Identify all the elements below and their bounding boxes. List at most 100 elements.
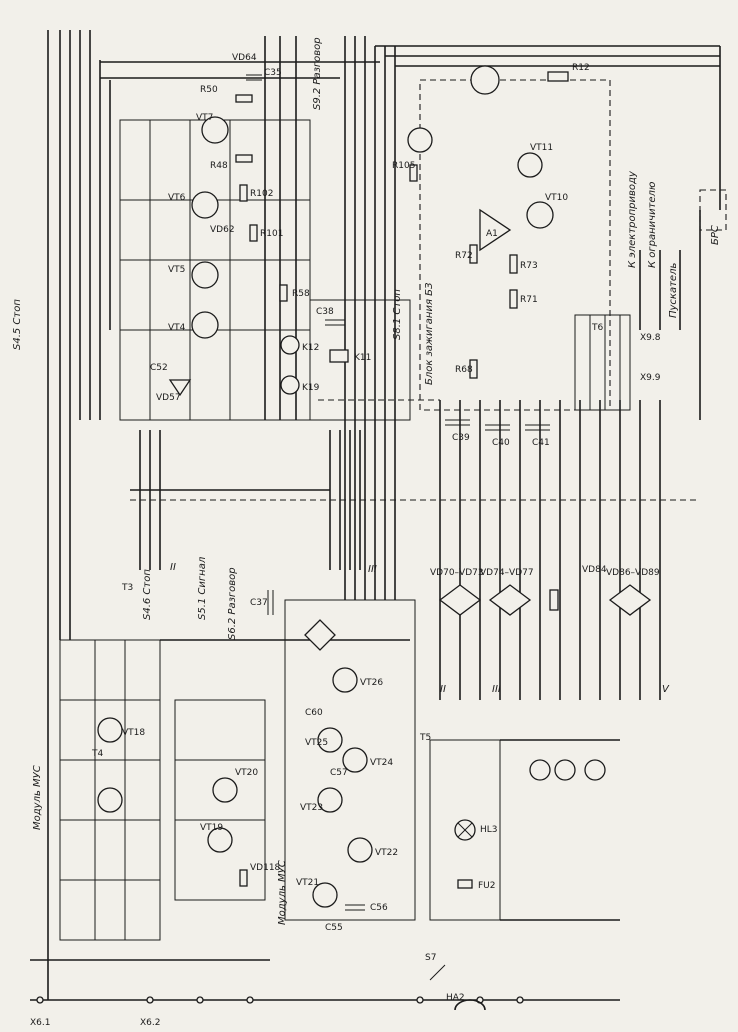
label-vd88: VD86–VD89 xyxy=(606,568,660,578)
modul-mus-left-frame xyxy=(59,639,161,941)
label-c38: C38 xyxy=(316,307,334,317)
label-c35: C35 xyxy=(264,68,282,78)
label-s9-razgovor: S9.2 Разговор xyxy=(312,37,323,110)
transistor-vt24 xyxy=(342,747,368,773)
label-ha2: HA2 xyxy=(446,993,465,1003)
label-x6-1: X6.1 xyxy=(30,1018,50,1028)
label-vt24: VT24 xyxy=(370,758,393,768)
mid-bus: C39 C40 C41 xyxy=(439,400,661,700)
bridge-vd70 xyxy=(438,584,482,616)
led-vd131 xyxy=(554,759,576,781)
transistor-vt26 xyxy=(332,667,358,693)
transistor-vt7 xyxy=(201,116,229,144)
label-t5: T5 xyxy=(419,733,431,743)
label-c39: C39 xyxy=(452,433,470,443)
modul-mus-left: T4 VT18 Модуль МУС xyxy=(32,639,161,941)
label-c60: C60 xyxy=(305,708,323,718)
resistor-r102 xyxy=(239,184,248,202)
blok-bz-frame xyxy=(419,79,611,411)
transistor-vt21 xyxy=(312,882,338,908)
resistor-r12 xyxy=(547,71,569,82)
resistor-r68b xyxy=(549,589,559,611)
label-r102: R102 xyxy=(250,189,273,199)
label-vt26: VT26 xyxy=(360,678,383,688)
label-r73: R73 xyxy=(520,261,538,271)
resistor-r72 xyxy=(469,244,478,264)
label-x6-2: X6.2 xyxy=(140,1018,160,1028)
label-r50: R50 xyxy=(200,85,218,95)
label-vt11: VT11 xyxy=(530,143,553,153)
label-vd118: VD118 xyxy=(250,863,281,873)
resistor-r71 xyxy=(509,289,518,309)
label-vt6: VT6 xyxy=(168,193,186,203)
transistor-vt13 xyxy=(470,65,500,95)
resistor-r48 xyxy=(235,154,253,163)
relay-k11 xyxy=(329,349,349,363)
transistor-vt11 xyxy=(517,152,543,178)
relay-coil-k19 xyxy=(280,375,300,395)
terminal-7 xyxy=(516,996,524,1004)
label-vd57: VD57 xyxy=(156,393,181,403)
label-s8-stop: S8.1 Стоп xyxy=(392,289,403,340)
resistor-r50 xyxy=(235,94,253,103)
lamp-and-fuse-area: HL3 FU2 xyxy=(429,739,620,921)
label-hl3: HL3 xyxy=(480,825,498,835)
label-k-ogranich: К ограничителю xyxy=(647,182,658,268)
transistor-vt25 xyxy=(317,727,343,753)
transistor-vd133 xyxy=(407,127,433,153)
label-r58: R58 xyxy=(292,289,310,299)
modul-mus-mid: VT26 VT25 VT24 VT23 VT22 VT21 C56 C37 C5… xyxy=(250,590,416,933)
resistor-r105 xyxy=(409,164,418,182)
label-vt25: VT25 xyxy=(305,738,328,748)
label-group-II-top: II xyxy=(170,562,176,573)
transistor-vt4 xyxy=(191,311,219,339)
terminal-3 xyxy=(196,996,204,1004)
bridge-vd74 xyxy=(488,584,532,616)
lamp-frame xyxy=(429,739,501,921)
label-r101: R101 xyxy=(260,229,283,239)
label-group-II-bottom: II xyxy=(440,684,446,695)
bottom-terminals: HA2 S7 X6.1 X6.2 X9.8 X9.9 xyxy=(30,333,661,1028)
resistor-r73 xyxy=(509,254,518,274)
label-vt10: VT10 xyxy=(545,193,568,203)
terminal-1 xyxy=(36,996,44,1004)
upper-left-labels: VT7 VT6 VT5 VT4 R50 R48 R102 R101 R58 C3… xyxy=(12,37,323,403)
label-c57: C57 xyxy=(330,768,348,778)
label-c40: C40 xyxy=(492,438,510,448)
label-t6: T6 xyxy=(591,323,603,333)
label-vd70: VD70–VD73 xyxy=(430,568,484,578)
label-x9-9: X9.9 xyxy=(640,373,661,383)
label-vd74: VD74–VD77 xyxy=(480,568,534,578)
relay-coil-k12 xyxy=(280,335,300,355)
opamp-a1 xyxy=(479,208,512,252)
resistor-r58 xyxy=(279,284,288,302)
label-modul-mus-left: Модуль МУС xyxy=(32,765,43,830)
label-r68: R68 xyxy=(455,365,473,375)
label-c37: C37 xyxy=(250,598,268,608)
modul-mus-mid-frame xyxy=(284,599,416,921)
transistor-vt20 xyxy=(212,777,238,803)
label-x9-8: X9.8 xyxy=(640,333,661,343)
label-k11: K11 xyxy=(354,353,371,363)
label-c55: C55 xyxy=(325,923,343,933)
bridge-vd126 xyxy=(304,619,336,651)
terminal-4 xyxy=(246,996,254,1004)
resistor-r101 xyxy=(249,224,258,242)
label-a1: A1 xyxy=(486,229,498,239)
led-vd121 xyxy=(584,759,606,781)
label-k-elektro: К электроприводу xyxy=(627,170,638,268)
label-fu2: FU2 xyxy=(478,881,496,891)
label-k19: K19 xyxy=(302,383,320,393)
transistor-vt19b xyxy=(207,827,233,853)
label-vt5: VT5 xyxy=(168,265,185,275)
transistor-vt19 xyxy=(97,787,123,813)
top-horizontal-bus xyxy=(100,36,721,600)
label-s5-signal: S5.1 Сигнал xyxy=(197,556,208,620)
label-k12: K12 xyxy=(302,343,319,353)
label-r105: R105 xyxy=(392,161,415,171)
transistor-vt18 xyxy=(97,717,123,743)
label-c41: C41 xyxy=(532,438,550,448)
label-group-III-top: III xyxy=(368,564,377,575)
label-t4: T4 xyxy=(91,749,103,759)
